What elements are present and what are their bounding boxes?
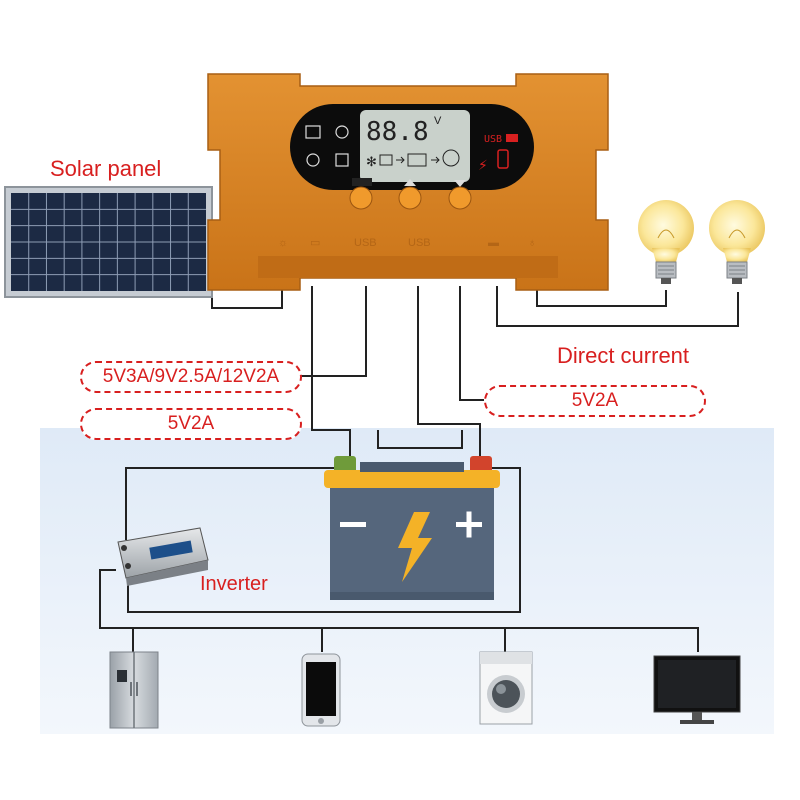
menu-button[interactable] [349, 178, 373, 210]
svg-text:✻: ✻ [366, 154, 377, 169]
lightning-indicator-icon: ⚡ [478, 157, 488, 173]
phone-indicator-icon [497, 149, 509, 169]
usb-output-left-label: 5V2A [80, 408, 302, 440]
refrigerator-icon [109, 651, 159, 729]
wire-battery-link [377, 430, 463, 449]
display-digits: 88.8 [366, 117, 429, 147]
inverter-icon [117, 527, 209, 586]
charge-controller: ☼ ▭ USB USB ▬ ♁ 88.8 V ✻ USB [207, 73, 609, 291]
wire-battery-pos [417, 286, 481, 462]
menu-icons [305, 125, 349, 167]
lcd-screen [360, 110, 470, 182]
solar-panel-icon [4, 186, 213, 298]
inverter-label: Inverter [200, 573, 268, 595]
svg-text:▭: ▭ [310, 237, 320, 249]
wire-battery-neg [311, 376, 351, 462]
display-flow-icons: ✻ [366, 149, 460, 169]
wire-usb-right [459, 286, 484, 401]
light-bulb-icon [709, 200, 765, 284]
svg-text:☼: ☼ [278, 237, 288, 249]
usb-fast-output-label: 5V3A/9V2.5A/12V2A [80, 361, 302, 393]
display-unit: V [434, 115, 442, 127]
solar-panel-label: Solar panel [50, 156, 162, 181]
wire-usb-fast [300, 286, 367, 377]
up-button[interactable] [398, 179, 422, 210]
wire-lamp-b [536, 286, 667, 307]
monitor-icon [653, 655, 741, 724]
svg-text:USB: USB [354, 237, 377, 249]
phone-icon [301, 653, 341, 727]
wire-inverter-a [125, 467, 342, 540]
wire-solar [211, 286, 283, 309]
washing-machine-icon [479, 651, 533, 725]
usb-output-right-label: 5V2A [484, 385, 706, 417]
usb-indicator: USB [484, 134, 502, 145]
wiring [99, 286, 739, 652]
direct-current-label: Direct current [557, 343, 690, 368]
battery-indicator-icon [506, 134, 518, 142]
light-bulb-icon [638, 200, 694, 284]
down-button[interactable] [448, 180, 472, 210]
wire-lamp [496, 286, 739, 327]
battery-icon [324, 456, 500, 600]
svg-text:USB: USB [408, 237, 431, 249]
wire-inverter-b [127, 467, 521, 613]
svg-text:♁: ♁ [528, 237, 536, 249]
svg-text:▬: ▬ [488, 237, 499, 249]
wire-appliances [99, 569, 699, 652]
